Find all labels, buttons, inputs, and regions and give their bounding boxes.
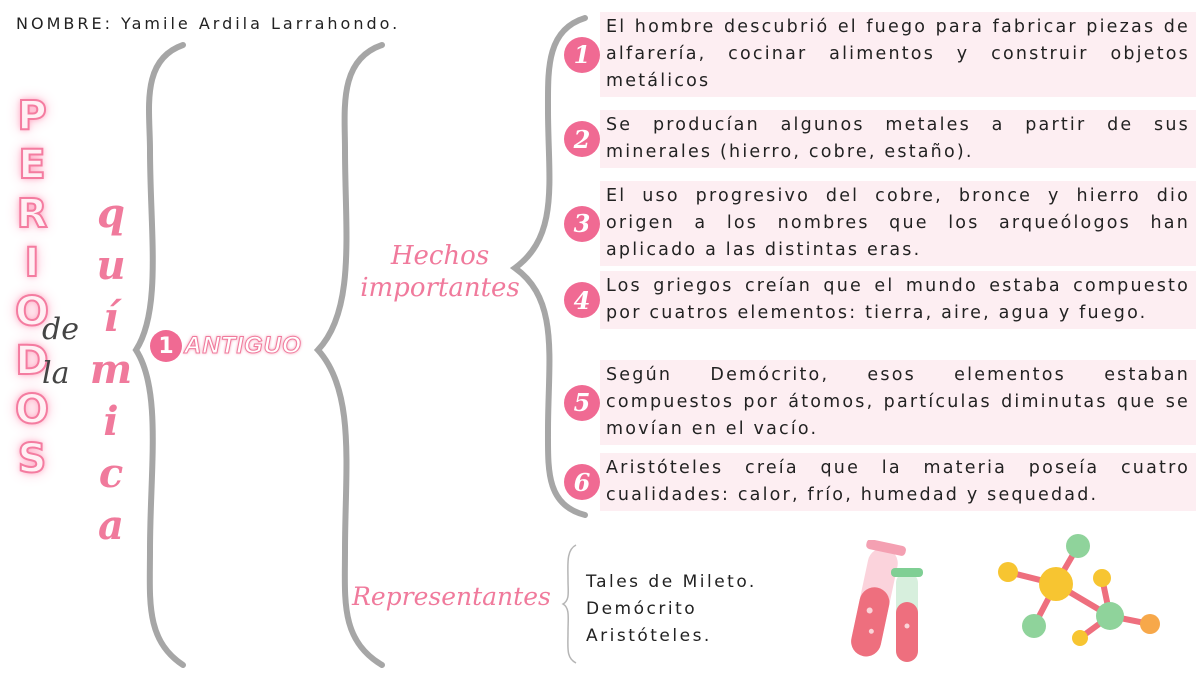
- quimica-letter: í: [103, 294, 119, 341]
- hechos-importantes-heading: Hechos importantes: [360, 240, 520, 304]
- title-periodos: P E R I O D O S: [12, 92, 52, 484]
- quimica-letter: i: [103, 398, 119, 445]
- periodos-letter: O: [14, 288, 50, 336]
- quimica-letter: c: [98, 450, 124, 497]
- fact-number-badge: 1: [564, 36, 600, 73]
- test-tubes-icon: [851, 540, 923, 662]
- quimica-letter: q: [97, 190, 125, 237]
- fact-number-badge: 2: [564, 121, 600, 157]
- fact-text: Aristóteles creía que la materia poseía …: [600, 453, 1196, 511]
- fact-item: 1 El hombre descubrió el fuego para fabr…: [564, 12, 1196, 97]
- fact-item: 3 El uso progresivo del cobre, bronce y …: [564, 181, 1196, 266]
- period-number-badge: 1: [150, 330, 182, 362]
- period-antiguo: 1 ANTIGUO: [150, 330, 302, 362]
- quimica-letter: u: [96, 242, 126, 289]
- fact-number-badge: 3: [564, 205, 600, 242]
- fact-item: 4 Los griegos creían que el mundo estaba…: [564, 271, 1196, 329]
- fact-text: Según Demócrito, esos elementos estaban …: [600, 360, 1196, 445]
- representantes-heading: Representantes: [352, 582, 551, 611]
- title-la: la: [42, 356, 70, 391]
- fact-item: 2 Se producían algunos metales a partir …: [564, 110, 1196, 168]
- brace-hechos: [509, 15, 588, 518]
- fact-text: Los griegos creían que el mundo estaba c…: [600, 271, 1196, 329]
- representatives-list: Tales de Mileto. Demócrito Aristóteles.: [586, 569, 757, 650]
- brace-main: [132, 42, 186, 668]
- fact-item: 5 Según Demócrito, esos elementos estaba…: [564, 360, 1196, 445]
- periodos-letter: D: [14, 337, 49, 385]
- quimica-letter: m: [89, 346, 133, 393]
- fact-item: 6 Aristóteles creía que la materia poseí…: [564, 453, 1196, 511]
- periodos-letter: E: [17, 141, 46, 189]
- fact-number-badge: 4: [564, 282, 600, 318]
- periodos-letter: P: [16, 92, 47, 140]
- period-label: ANTIGUO: [184, 332, 302, 360]
- hechos-line-1: Hechos: [390, 241, 490, 271]
- fact-number-badge: 6: [564, 464, 600, 500]
- representative-item: Aristóteles.: [586, 626, 712, 646]
- fact-text: El uso progresivo del cobre, bronce y hi…: [600, 181, 1196, 266]
- fact-text: Se producían algunos metales a partir de…: [600, 110, 1196, 168]
- representative-item: Tales de Mileto.: [586, 572, 757, 592]
- brace-representantes: [561, 544, 577, 664]
- student-name: NOMBRE: Yamile Ardila Larrahondo.: [16, 14, 401, 33]
- periodos-letter: S: [17, 435, 48, 483]
- brace-antiguo: [313, 42, 385, 668]
- fact-text: El hombre descubrió el fuego para fabric…: [600, 12, 1196, 97]
- periodos-letter: R: [16, 190, 49, 238]
- periodos-letter: O: [14, 386, 50, 434]
- title-de: de: [42, 312, 79, 347]
- periodos-letter: I: [24, 239, 41, 287]
- hechos-line-2: importantes: [360, 273, 520, 303]
- molecule-icon: [998, 534, 1160, 646]
- quimica-letter: a: [98, 502, 124, 549]
- title-quimica: q u í m i c a: [86, 188, 136, 552]
- fact-number-badge: 5: [564, 384, 600, 421]
- representative-item: Demócrito: [586, 599, 698, 619]
